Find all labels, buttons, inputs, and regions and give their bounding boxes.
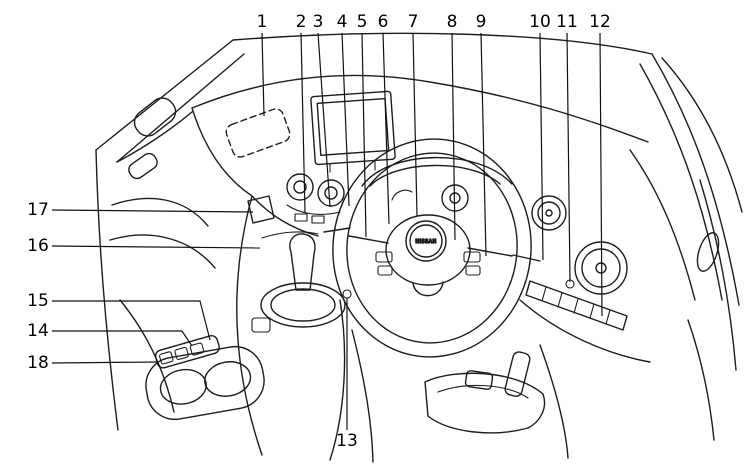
footwell-and-pedals (351, 329, 569, 463)
callout-line-17 (51, 209, 254, 213)
center-console (236, 195, 346, 461)
callout-line-14 (52, 330, 193, 347)
callout-label-10: 10 (529, 12, 551, 32)
heater-vent-strip (525, 280, 628, 331)
callout-line-11 (566, 32, 571, 283)
callout-line-4 (341, 32, 350, 207)
callout-line-1 (261, 32, 265, 117)
left-dash-pocket (247, 195, 275, 224)
console-cupholders (145, 345, 265, 421)
callout-line-3 (317, 32, 331, 208)
callout-label-2: 2 (296, 12, 307, 32)
callout-line-6 (382, 32, 390, 225)
left-door-panel (95, 97, 216, 431)
dashboard-top (191, 74, 696, 363)
callout-line-18 (51, 361, 159, 364)
instrument-cluster (361, 156, 513, 212)
callout-label-17: 17 (27, 200, 49, 220)
callout-line-7 (412, 32, 418, 217)
steering-badge: NISSAN (405, 220, 447, 262)
steering-badge-label: NISSAN (415, 239, 436, 245)
storage-dashed-box (225, 108, 291, 158)
callout-line-15 (52, 300, 211, 341)
callout-label-1: 1 (257, 12, 268, 32)
callout-label-3: 3 (313, 12, 324, 32)
callout-line-5 (361, 32, 367, 238)
hvac-control-knobs (286, 173, 345, 224)
console-switch-row (154, 335, 220, 369)
callout-label-13: 13 (336, 431, 358, 451)
callout-label-9: 9 (476, 12, 487, 32)
callout-label-5: 5 (357, 12, 368, 32)
callout-label-11: 11 (556, 12, 578, 32)
callout-label-15: 15 (27, 291, 49, 311)
right-door-panel (687, 179, 737, 441)
callout-label-7: 7 (408, 12, 419, 32)
callout-label-16: 16 (27, 236, 49, 256)
right-air-vents (531, 195, 628, 295)
callout-label-14: 14 (27, 321, 49, 341)
callout-label-12: 12 (589, 12, 611, 32)
callout-label-4: 4 (337, 12, 348, 32)
callout-line-2 (300, 32, 306, 213)
callout-label-8: 8 (447, 12, 458, 32)
callout-label-18: 18 (27, 353, 49, 373)
callout-line-9 (480, 32, 487, 257)
center-display (310, 90, 396, 173)
callout-line-8 (451, 32, 456, 241)
steering-wheel: NISSAN (323, 138, 541, 358)
callout-line-16 (51, 245, 261, 249)
callout-line-10 (539, 32, 544, 261)
windshield-and-pillars (95, 32, 743, 306)
callout-line-12 (599, 32, 603, 317)
callout-label-6: 6 (378, 12, 389, 32)
